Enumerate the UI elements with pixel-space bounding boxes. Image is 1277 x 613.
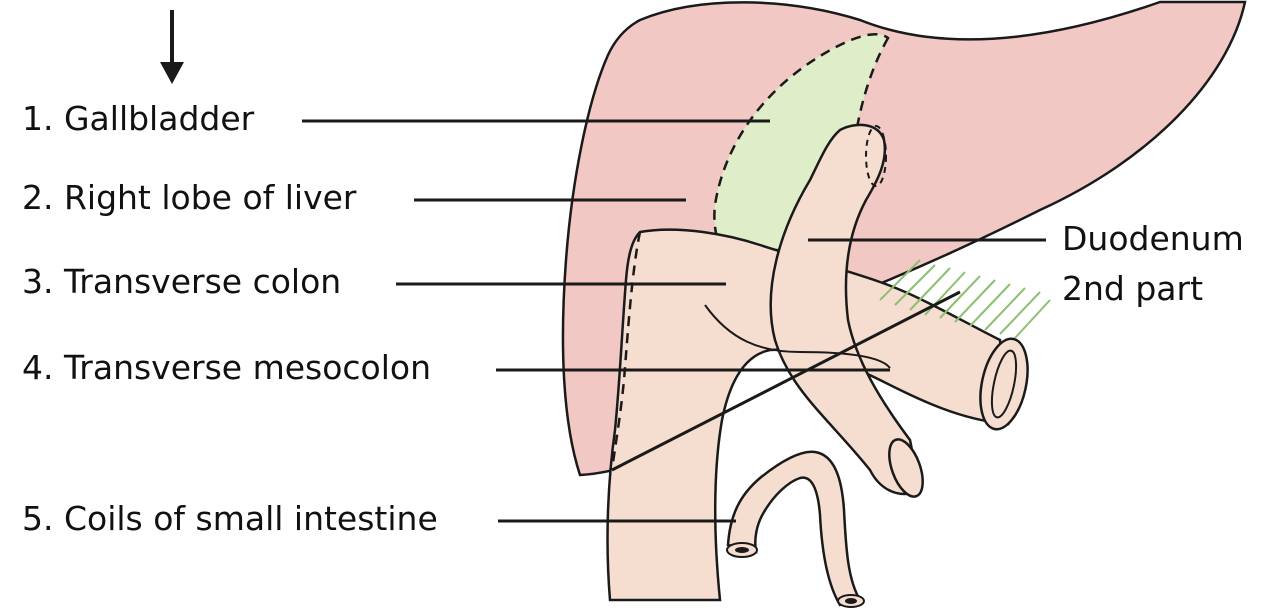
label-transverse-mesocolon: 4. Transverse mesocolon <box>22 351 431 384</box>
label-duodenum-line1: Duodenum <box>1062 222 1244 255</box>
label-right-lobe-of-liver: 2. Right lobe of liver <box>22 181 357 214</box>
label-coils-of-small-intestine: 5. Coils of small intestine <box>22 502 438 535</box>
down-arrow-icon <box>160 10 184 84</box>
small-intestine-shape <box>728 452 860 605</box>
label-gallbladder: 1. Gallbladder <box>22 102 254 135</box>
label-transverse-colon: 3. Transverse colon <box>22 265 341 298</box>
label-duodenum-line2: 2nd part <box>1062 272 1203 305</box>
